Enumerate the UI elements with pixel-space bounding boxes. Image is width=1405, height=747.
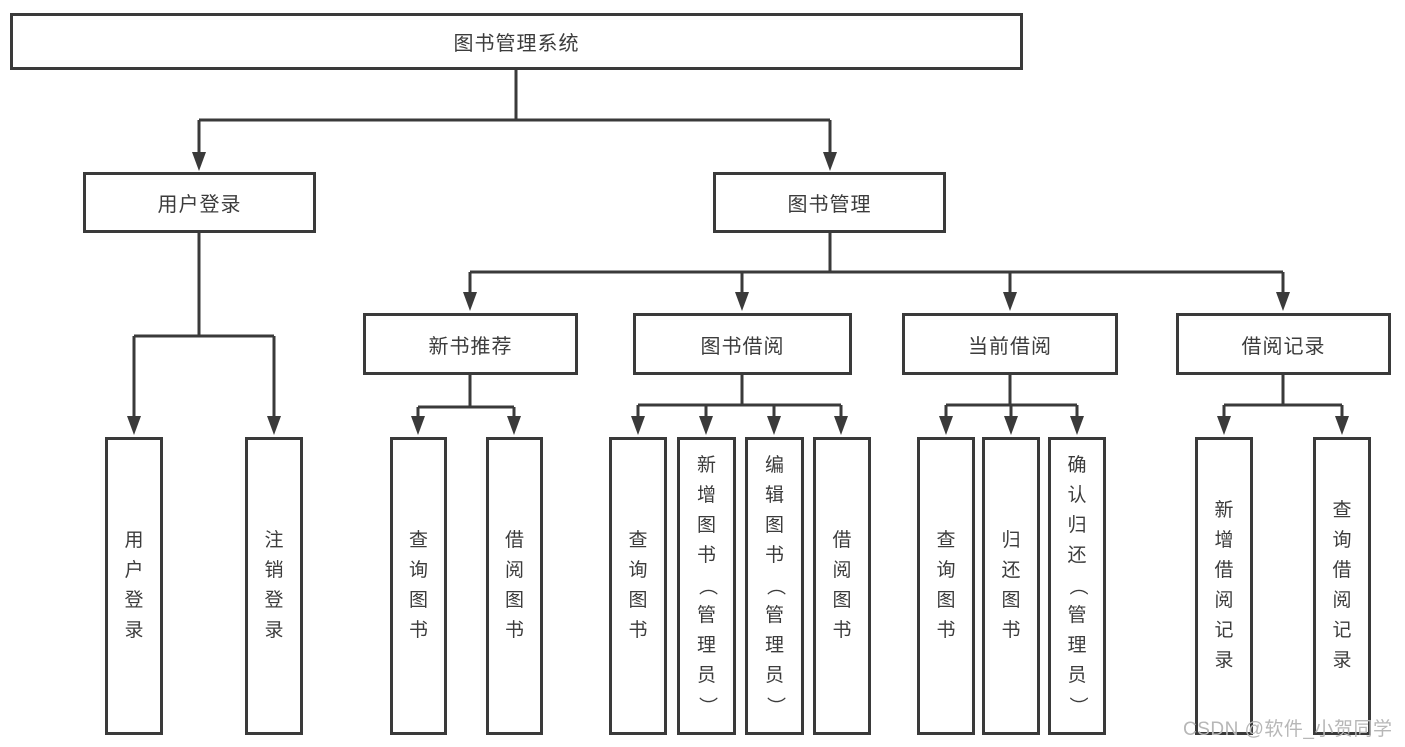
- node-borrowing-records: 借阅记录: [1176, 313, 1391, 375]
- arrow-down-icon: [127, 416, 141, 435]
- arrow-down-icon: [631, 416, 645, 435]
- arrow-down-icon: [699, 416, 713, 435]
- leaf-add-book-admin: 新增图书（管理员）: [677, 437, 736, 735]
- leaf-search-book-recommend: 查询图书: [390, 437, 447, 735]
- connector-book-management-branch: [468, 233, 1285, 296]
- arrow-down-icon: [823, 152, 837, 171]
- arrow-down-icon: [767, 416, 781, 435]
- leaf-add-borrow-record: 新增借阅记录: [1195, 437, 1253, 735]
- leaf-search-book-current: 查询图书: [917, 437, 975, 735]
- arrow-down-icon: [1217, 416, 1231, 435]
- arrow-down-icon: [1335, 416, 1349, 435]
- leaf-search-book-borrowing: 查询图书: [609, 437, 667, 735]
- leaf-logout: 注销登录: [245, 437, 303, 735]
- arrow-down-icon: [1004, 416, 1018, 435]
- connector-root-to-level2: [197, 69, 832, 154]
- leaf-edit-book-admin: 编辑图书（管理员）: [745, 437, 804, 735]
- leaf-borrow-book-recommend: 借阅图书: [486, 437, 543, 735]
- connector-new-book-branch: [416, 375, 516, 418]
- node-book-management: 图书管理: [713, 172, 946, 233]
- csdn-watermark: CSDN @软件_小贺同学: [1183, 719, 1393, 740]
- arrow-down-icon: [463, 292, 477, 311]
- connector-borrow-record-branch: [1222, 375, 1344, 418]
- arrow-down-icon: [1276, 292, 1290, 311]
- node-root-library-system: 图书管理系统: [10, 13, 1023, 70]
- arrow-down-icon: [939, 416, 953, 435]
- arrow-down-icon: [192, 152, 206, 171]
- leaf-query-borrow-record: 查询借阅记录: [1313, 437, 1371, 735]
- arrow-down-icon: [735, 292, 749, 311]
- leaf-borrow-book: 借阅图书: [813, 437, 871, 735]
- leaf-confirm-return-admin: 确认归还（管理员）: [1048, 437, 1106, 735]
- node-current-borrowing: 当前借阅: [902, 313, 1118, 375]
- arrow-down-icon: [1070, 416, 1084, 435]
- arrow-down-icon: [507, 416, 521, 435]
- leaf-user-login: 用户登录: [105, 437, 163, 735]
- node-user-login: 用户登录: [83, 172, 316, 233]
- node-book-borrowing: 图书借阅: [633, 313, 852, 375]
- connector-user-login-branch: [132, 233, 276, 418]
- connector-book-borrow-branch: [636, 375, 843, 418]
- node-new-book-recommend: 新书推荐: [363, 313, 578, 375]
- arrow-down-icon: [1003, 292, 1017, 311]
- arrowhead-icons: [127, 152, 1349, 435]
- connector-current-borrow-branch: [944, 375, 1079, 418]
- arrow-down-icon: [834, 416, 848, 435]
- arrow-down-icon: [267, 416, 281, 435]
- leaf-return-book: 归还图书: [982, 437, 1040, 735]
- arrow-down-icon: [411, 416, 425, 435]
